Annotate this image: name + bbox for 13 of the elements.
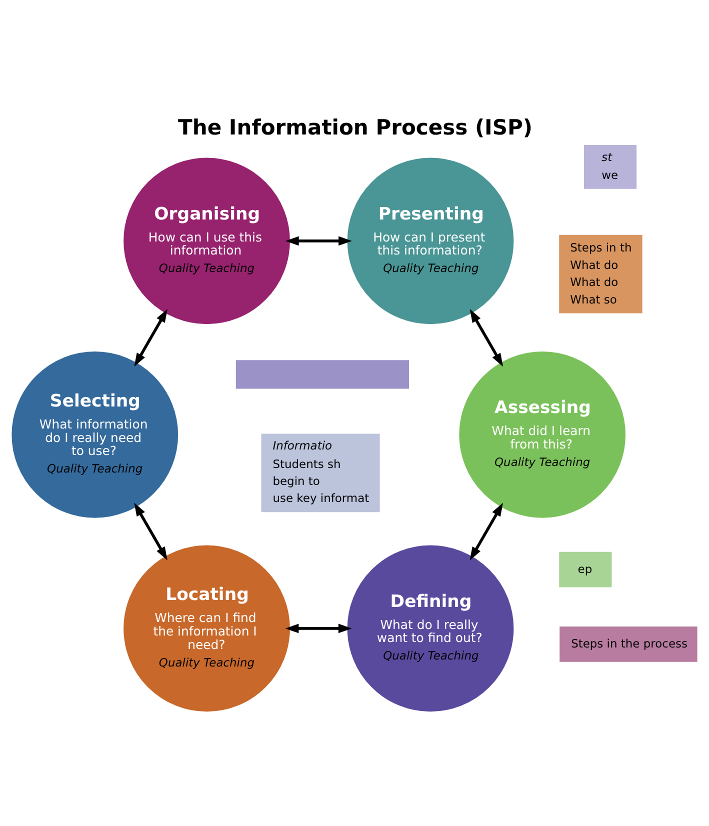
node-box: ep <box>559 552 612 588</box>
node-box: Steps in the process <box>560 626 698 662</box>
arrow <box>134 502 168 560</box>
node-box: Informatio Students sh begin to use key informat <box>261 434 380 512</box>
arrow <box>285 236 352 246</box>
node-box: st we <box>584 144 637 189</box>
node-box <box>236 360 409 389</box>
diagram-title: The Information Process (ISP) <box>178 114 533 140</box>
arrow <box>470 502 504 560</box>
arrow <box>470 309 504 367</box>
arrow <box>134 308 168 367</box>
arrow <box>285 624 352 634</box>
node-box: Steps in th What do What do What so <box>559 234 642 314</box>
